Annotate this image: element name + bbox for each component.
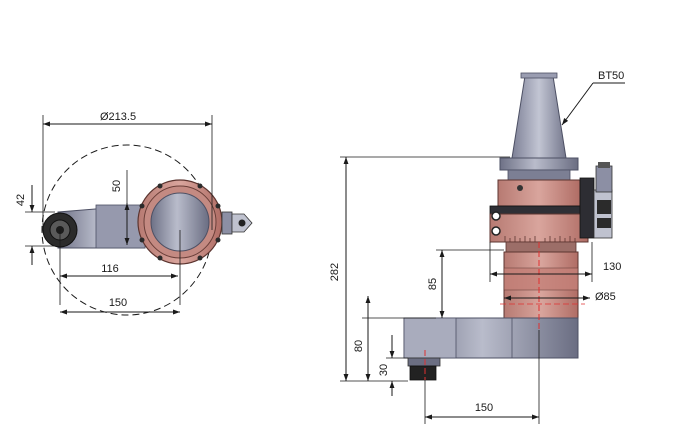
dimension-80: 80 bbox=[353, 340, 365, 352]
dimension-150-right: 150 bbox=[475, 402, 493, 414]
dimension-50: 50 bbox=[111, 180, 123, 192]
arm-block bbox=[95, 204, 146, 249]
dimension-150-left: 150 bbox=[109, 297, 127, 309]
dimension-130: 130 bbox=[603, 261, 621, 273]
dimension-42: 42 bbox=[15, 194, 27, 206]
dimension-213-5: Ø213.5 bbox=[100, 111, 136, 123]
label-bt50: BT50 bbox=[598, 70, 624, 82]
dimension-30: 30 bbox=[378, 364, 390, 376]
dimension-282: 282 bbox=[329, 263, 341, 281]
dimension-116: 116 bbox=[101, 263, 119, 275]
upper-housing bbox=[497, 179, 581, 207]
side-view: BT50 282 85 130 Ø85 80 30 150 bbox=[329, 70, 625, 424]
dimension-diameter-85: Ø85 bbox=[595, 291, 616, 303]
dimension-85-vertical: 85 bbox=[427, 278, 439, 290]
bt50-cone bbox=[511, 75, 567, 159]
tool-nut bbox=[409, 365, 437, 381]
top-view: Ø213.5 42 50 116 150 bbox=[15, 111, 253, 316]
